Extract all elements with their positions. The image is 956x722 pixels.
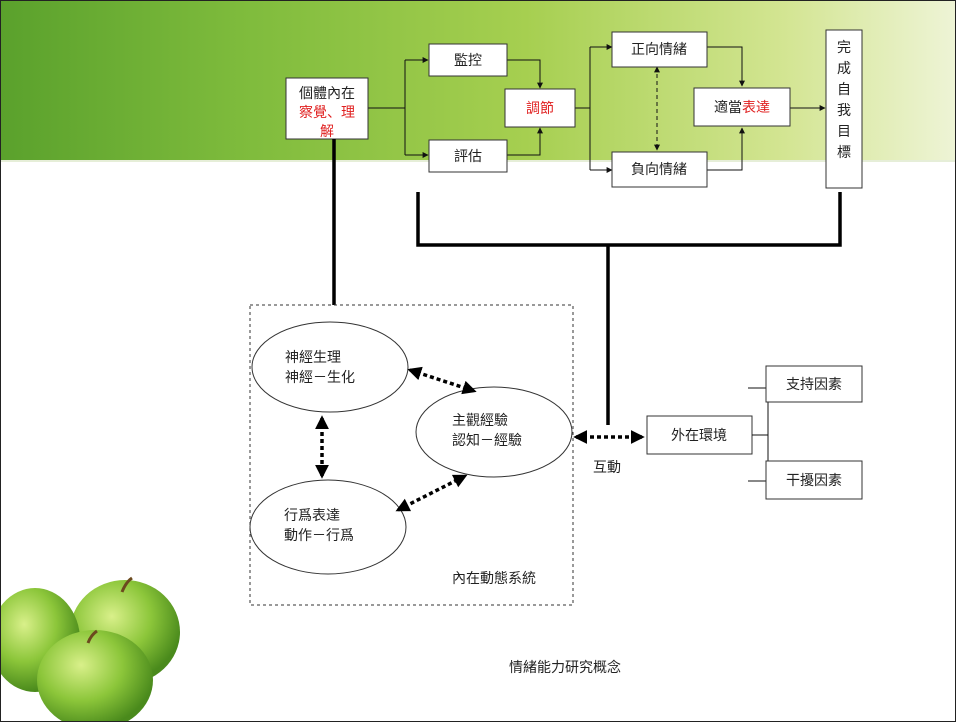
positive-emotion-box: 正向情緒 xyxy=(611,31,708,68)
goal-box: 完 成 自 我 目 標 xyxy=(825,29,863,189)
neuro-subjective-arrow xyxy=(407,366,477,395)
source-line-1: 個體內在 xyxy=(299,86,355,102)
behavior-line-1: 行爲表達 xyxy=(284,508,340,524)
goal-char-3: 自 xyxy=(837,82,851,98)
neuro-line-1: 神經生理 xyxy=(285,350,341,366)
source-line-3: 解 xyxy=(320,124,334,140)
behavior-ellipse xyxy=(249,479,407,575)
source-box: 個體內在 察覺、理 解 xyxy=(285,77,369,140)
internal-system-label: 內在動態系統 xyxy=(452,571,536,587)
environment-label: 外在環境 xyxy=(671,428,727,444)
apples-decoration xyxy=(0,576,180,722)
goal-char-4: 我 xyxy=(837,103,851,119)
expression-part-1: 適當 xyxy=(714,99,742,116)
behavior-subjective-arrow xyxy=(395,474,468,512)
subjective-ellipse xyxy=(415,386,573,478)
expression-label: 適當表達 xyxy=(714,99,770,116)
negative-emotion-box: 負向情緒 xyxy=(611,151,708,188)
evaluate-label: 評估 xyxy=(454,149,482,165)
interaction-label: 互動 xyxy=(593,460,621,476)
goal-char-1: 完 xyxy=(837,40,851,56)
header-banner xyxy=(0,0,956,160)
expression-box: 適當表達 xyxy=(693,87,791,127)
goal-char-5: 目 xyxy=(837,124,851,140)
subjective-line-1: 主觀經驗 xyxy=(452,413,508,429)
expression-part-2: 表達 xyxy=(742,100,770,116)
subjective-line-2: 認知－經驗 xyxy=(452,432,522,449)
behavior-line-2: 動作－行爲 xyxy=(284,528,354,544)
support-box: 支持因素 xyxy=(765,365,863,403)
regulate-box: 調節 xyxy=(504,88,576,128)
monitor-box: 監控 xyxy=(428,43,508,77)
goal-char-6: 標 xyxy=(837,145,851,161)
regulate-label: 調節 xyxy=(526,100,554,117)
goal-char-2: 成 xyxy=(837,61,851,77)
environment-box: 外在環境 xyxy=(646,415,753,455)
negative-emotion-label: 負向情緒 xyxy=(631,162,687,178)
monitor-label: 監控 xyxy=(454,52,482,69)
internal-system: 神經生理 神經－生化 主觀經驗 認知－經驗 行爲表達 動作－行爲 內在動態系統 xyxy=(249,304,574,606)
source-line-2: 察覺、理 xyxy=(299,104,355,121)
caption: 情緒能力研究概念 xyxy=(509,659,621,676)
evaluate-box: 評估 xyxy=(428,139,508,173)
thick-connectors xyxy=(332,139,842,425)
interference-label: 干擾因素 xyxy=(786,472,842,489)
neuro-line-2: 神經－生化 xyxy=(285,370,355,386)
support-label: 支持因素 xyxy=(786,377,842,393)
interference-box: 干擾因素 xyxy=(765,460,863,500)
top-flow-connectors xyxy=(368,44,826,173)
neuro-ellipse xyxy=(251,321,409,413)
positive-emotion-label: 正向情緒 xyxy=(631,42,687,58)
